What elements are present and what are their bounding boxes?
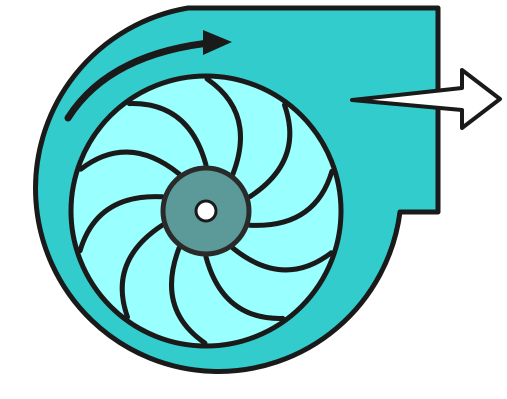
shaft-bore — [196, 201, 216, 221]
